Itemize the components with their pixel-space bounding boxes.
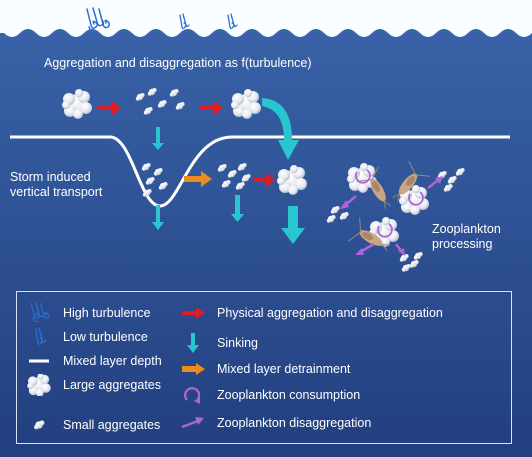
legend-label: Mixed layer depth	[63, 354, 162, 368]
zooplankton-label: Zooplankton processing	[432, 222, 501, 252]
legend-item: Mixed layer depth	[25, 350, 162, 372]
sinking-arrows	[152, 127, 305, 244]
storm-label-line: Storm induced	[10, 170, 91, 184]
legend-label: Large aggregates	[63, 378, 161, 392]
legend-item: Low turbulence	[25, 326, 148, 348]
low-turbulence-icon	[25, 326, 53, 348]
physical-aggregation-arrow	[254, 173, 275, 187]
detrainment-arrow	[184, 171, 212, 187]
mixed-layer-depth-icon	[25, 350, 53, 372]
disaggregation-arrows	[340, 176, 443, 256]
legend-label: Low turbulence	[63, 330, 148, 344]
sea-surface	[0, 0, 532, 37]
mixed-layer-depth-line	[10, 135, 510, 208]
legend-item: Mixed layer detrainment	[179, 358, 350, 380]
consumption-arrows	[355, 169, 424, 238]
legend-label: Physical aggregation and disaggregation	[217, 306, 443, 320]
physical-aggregation-arrows	[98, 101, 223, 115]
curved-purple-arrow-icon	[179, 384, 207, 406]
legend-label: Small aggregates	[63, 418, 161, 432]
legend-item: Zooplankton consumption	[179, 384, 360, 406]
orange-arrow-icon	[179, 358, 207, 380]
high-turbulence-icon	[25, 302, 53, 324]
legend-item: Physical aggregation and disaggregation	[179, 302, 443, 324]
small-aggregate-icon	[25, 414, 53, 436]
legend: High turbulence Low turbulence Mixed lay…	[16, 291, 512, 444]
large-aggregate-icon	[25, 374, 53, 396]
legend-item: Zooplankton disaggregation	[179, 412, 371, 434]
storm-label: Storm induced vertical transport	[10, 170, 102, 200]
cyan-arrow-icon	[179, 332, 207, 354]
legend-label: Sinking	[217, 336, 258, 350]
sinking-arrow	[262, 98, 299, 160]
zooplankton-label-line: processing	[432, 237, 493, 251]
storm-label-line: vertical transport	[10, 185, 103, 199]
red-arrow-icon	[179, 302, 207, 324]
legend-label: High turbulence	[63, 306, 151, 320]
legend-label: Mixed layer detrainment	[217, 362, 351, 376]
zooplankton-group	[326, 159, 465, 272]
diagram-title: Aggregation and disaggregation as f(turb…	[44, 56, 312, 70]
legend-item: Sinking	[179, 332, 258, 354]
legend-item: Large aggregates	[25, 374, 161, 396]
legend-label: Zooplankton consumption	[217, 388, 361, 402]
legend-item: High turbulence	[25, 302, 151, 324]
purple-arrow-icon	[179, 412, 207, 434]
legend-label: Zooplankton disaggregation	[217, 416, 372, 430]
legend-item: Small aggregates	[25, 414, 160, 436]
zooplankton-label-line: Zooplankton	[432, 222, 501, 236]
